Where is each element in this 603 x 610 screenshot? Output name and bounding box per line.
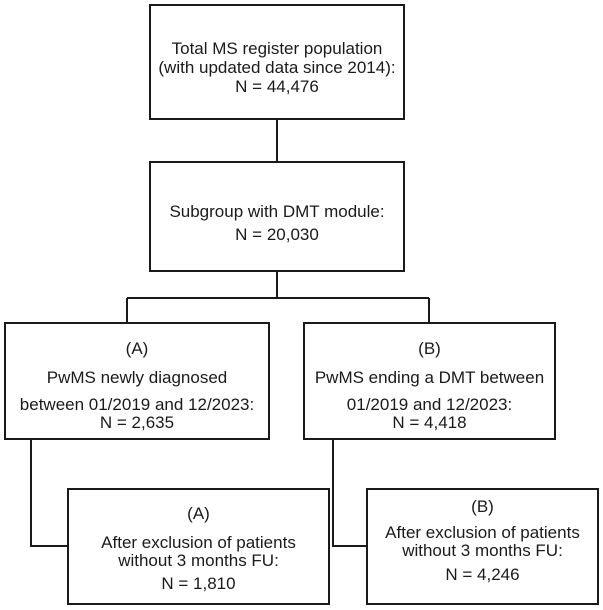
total-population-subtitle: (with updated data since 2014): xyxy=(158,58,396,77)
cohort-b-title: PwMS ending a DMT between xyxy=(314,368,545,387)
cohort-a-box: (A) PwMS newly diagnosed between 01/2019… xyxy=(4,322,270,440)
cohort-a-final-title: After exclusion of patients xyxy=(101,533,296,552)
cohort-a-period: between 01/2019 and 12/2023: xyxy=(19,395,255,414)
cohort-b-box: (B) PwMS ending a DMT between 01/2019 an… xyxy=(303,322,556,440)
total-population-count: N = 44,476 xyxy=(235,77,319,96)
cohort-b-final-box: (B) After exclusion of patients without … xyxy=(366,488,599,605)
dmt-subgroup-box: Subgroup with DMT module: N = 20,030 xyxy=(149,161,405,272)
cohort-a-final-criteria: without 3 months FU: xyxy=(118,551,279,570)
cohort-a-final-box: (A) After exclusion of patients without … xyxy=(67,488,330,605)
dmt-subgroup-title: Subgroup with DMT module: xyxy=(169,202,385,221)
cohort-b-period: 01/2019 and 12/2023: xyxy=(346,395,513,414)
connector-a-to-a-bottom xyxy=(30,439,68,547)
cohort-b-final-criteria: without 3 months FU: xyxy=(402,541,563,560)
cohort-b-final-label: (B) xyxy=(471,497,494,516)
cohort-a-count: N = 2,635 xyxy=(99,413,175,432)
cohort-a-final-count: N = 1,810 xyxy=(161,574,236,593)
cohort-a-label: (A) xyxy=(125,339,149,358)
cohort-a-final-label: (A) xyxy=(187,504,210,523)
cohort-b-final-count: N = 4,246 xyxy=(445,565,520,584)
connector-b-to-b-bottom xyxy=(332,439,367,547)
cohort-a-title: PwMS newly diagnosed xyxy=(46,368,228,387)
total-population-box: Total MS register population (with updat… xyxy=(149,4,405,120)
dmt-subgroup-count: N = 20,030 xyxy=(235,225,319,244)
cohort-b-final-title: After exclusion of patients xyxy=(385,523,580,542)
cohort-b-count: N = 4,418 xyxy=(392,413,467,432)
cohort-b-label: (B) xyxy=(418,339,441,358)
total-population-title: Total MS register population xyxy=(171,39,383,58)
